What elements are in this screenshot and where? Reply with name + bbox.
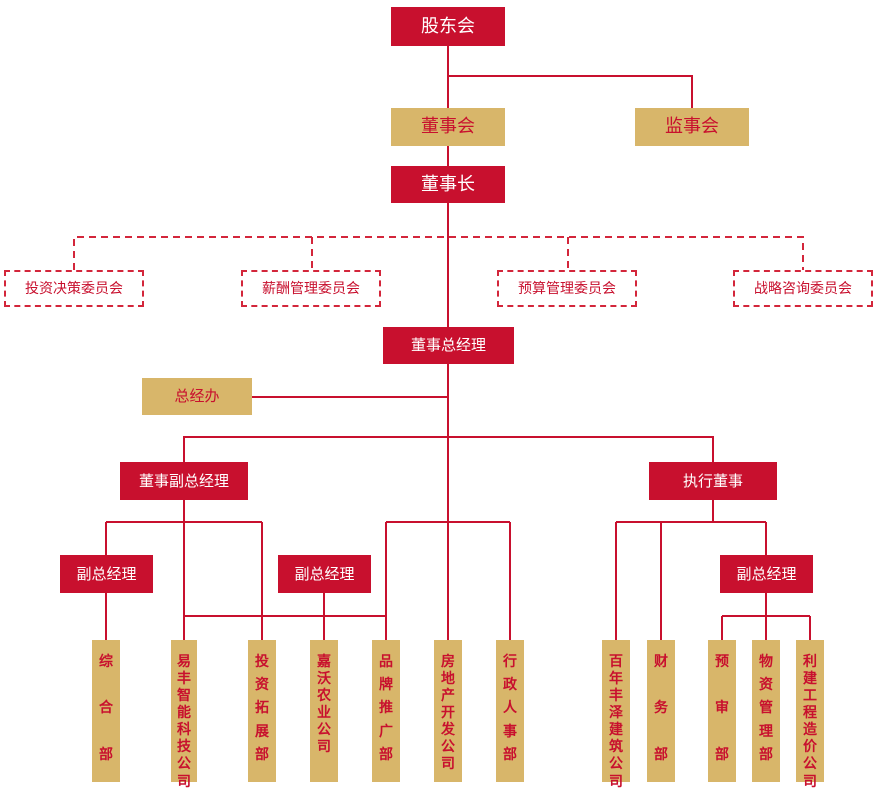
- dept-general-affairs: 综合部: [92, 640, 120, 782]
- deputy-gm-mid-box: 副总经理: [278, 555, 371, 593]
- board-of-supervisors-box: 监事会: [635, 108, 749, 146]
- dept-materials: 物资管理部: [752, 640, 780, 782]
- committee-budget-box: 预算管理委员会: [497, 270, 637, 307]
- dept-lijian-cost: 利建工程造价公司: [796, 640, 824, 790]
- committee-investment-box: 投资决策委员会: [4, 270, 144, 307]
- dept-jiawo-agriculture: 嘉沃农业公司: [310, 640, 338, 782]
- shareholders-meeting-box: 股东会: [391, 7, 505, 46]
- dept-pre-audit: 预审部: [708, 640, 736, 782]
- dept-admin-hr: 行政人事部: [496, 640, 524, 782]
- deputy-gm-left-box: 副总经理: [60, 555, 153, 593]
- executive-director-box: 执行董事: [649, 462, 777, 500]
- deputy-gm-director-box: 董事副总经理: [120, 462, 248, 500]
- board-of-directors-box: 董事会: [391, 108, 505, 146]
- dept-investment-expansion: 投资拓展部: [248, 640, 276, 782]
- dept-bainian-construction: 百年丰泽建筑公司: [602, 640, 630, 790]
- gm-office-box: 总经办: [142, 378, 252, 415]
- deputy-gm-right-box: 副总经理: [720, 555, 813, 593]
- chairman-box: 董事长: [391, 166, 505, 203]
- dept-real-estate: 房地产开发公司: [434, 640, 462, 782]
- committee-compensation-box: 薪酬管理委员会: [241, 270, 381, 307]
- dept-finance: 财务部: [647, 640, 675, 782]
- dept-brand-promotion: 品牌推广部: [372, 640, 400, 782]
- general-manager-box: 董事总经理: [383, 327, 514, 364]
- dept-yifeng-tech: 易丰智能科技公司: [171, 640, 197, 790]
- committee-strategy-box: 战略咨询委员会: [733, 270, 873, 307]
